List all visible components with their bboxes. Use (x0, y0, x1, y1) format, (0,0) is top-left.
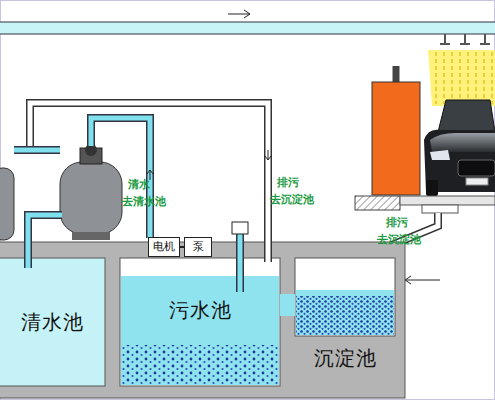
spray-lines (436, 52, 492, 104)
car-grille (458, 160, 495, 176)
filter-tank (0, 168, 14, 240)
car-windshield (438, 100, 495, 132)
node-text: 沉淀池 (295, 346, 395, 370)
pipe-label: 去沉淀池 (377, 233, 421, 247)
pipe-label: 去清水池 (122, 195, 166, 209)
settling-pool (295, 258, 395, 336)
drain-trough (422, 205, 458, 213)
wash-unit (372, 82, 420, 195)
check-valve (232, 222, 248, 234)
sewage-sludge (121, 345, 279, 385)
flow-arrow (405, 276, 440, 284)
nozzles (440, 34, 490, 44)
settling-sludge (296, 296, 394, 335)
filter-tank (60, 162, 122, 234)
flow-arrow (147, 150, 271, 180)
platform (400, 196, 495, 205)
unit-pipe (393, 66, 400, 82)
car-wheel (426, 180, 438, 196)
return-pipe-outline (30, 103, 268, 262)
node-text: 清水池 (0, 310, 105, 334)
settling-water (296, 290, 394, 335)
concrete (0, 242, 405, 398)
node-text: 电机 (149, 238, 179, 256)
car-plate (466, 178, 488, 185)
pipe-outline (14, 118, 240, 292)
clean-water-pool: 清水池 (0, 258, 105, 386)
pipe-label: 排污 (277, 176, 299, 190)
clean-pool-water (0, 258, 105, 386)
pipe-label: 去沉淀池 (270, 193, 314, 207)
overflow-opening (280, 305, 295, 306)
filter-base (72, 232, 110, 240)
pipe-label: 清水 (128, 178, 150, 192)
sewage-pool (120, 258, 280, 386)
top-pipe (0, 22, 495, 34)
sewage-pool: 污水池 (120, 258, 280, 386)
node-text: 泵 (185, 238, 211, 256)
sewage-water (121, 276, 279, 385)
pipe-label: 排污 (386, 216, 408, 230)
water-pipe (14, 118, 240, 292)
node-text: 污水池 (120, 298, 280, 322)
shaft-connector (180, 247, 184, 248)
water-spray (428, 50, 495, 106)
flow-arrow (228, 10, 250, 18)
platform-hatch (355, 196, 400, 210)
motor-box: 电机 (148, 237, 180, 257)
return-pipe (30, 103, 268, 262)
car-hood (430, 133, 495, 152)
settling-pool: 沉淀池 (295, 258, 395, 378)
pump-box: 泵 (184, 237, 212, 257)
car-headlight (430, 150, 450, 160)
